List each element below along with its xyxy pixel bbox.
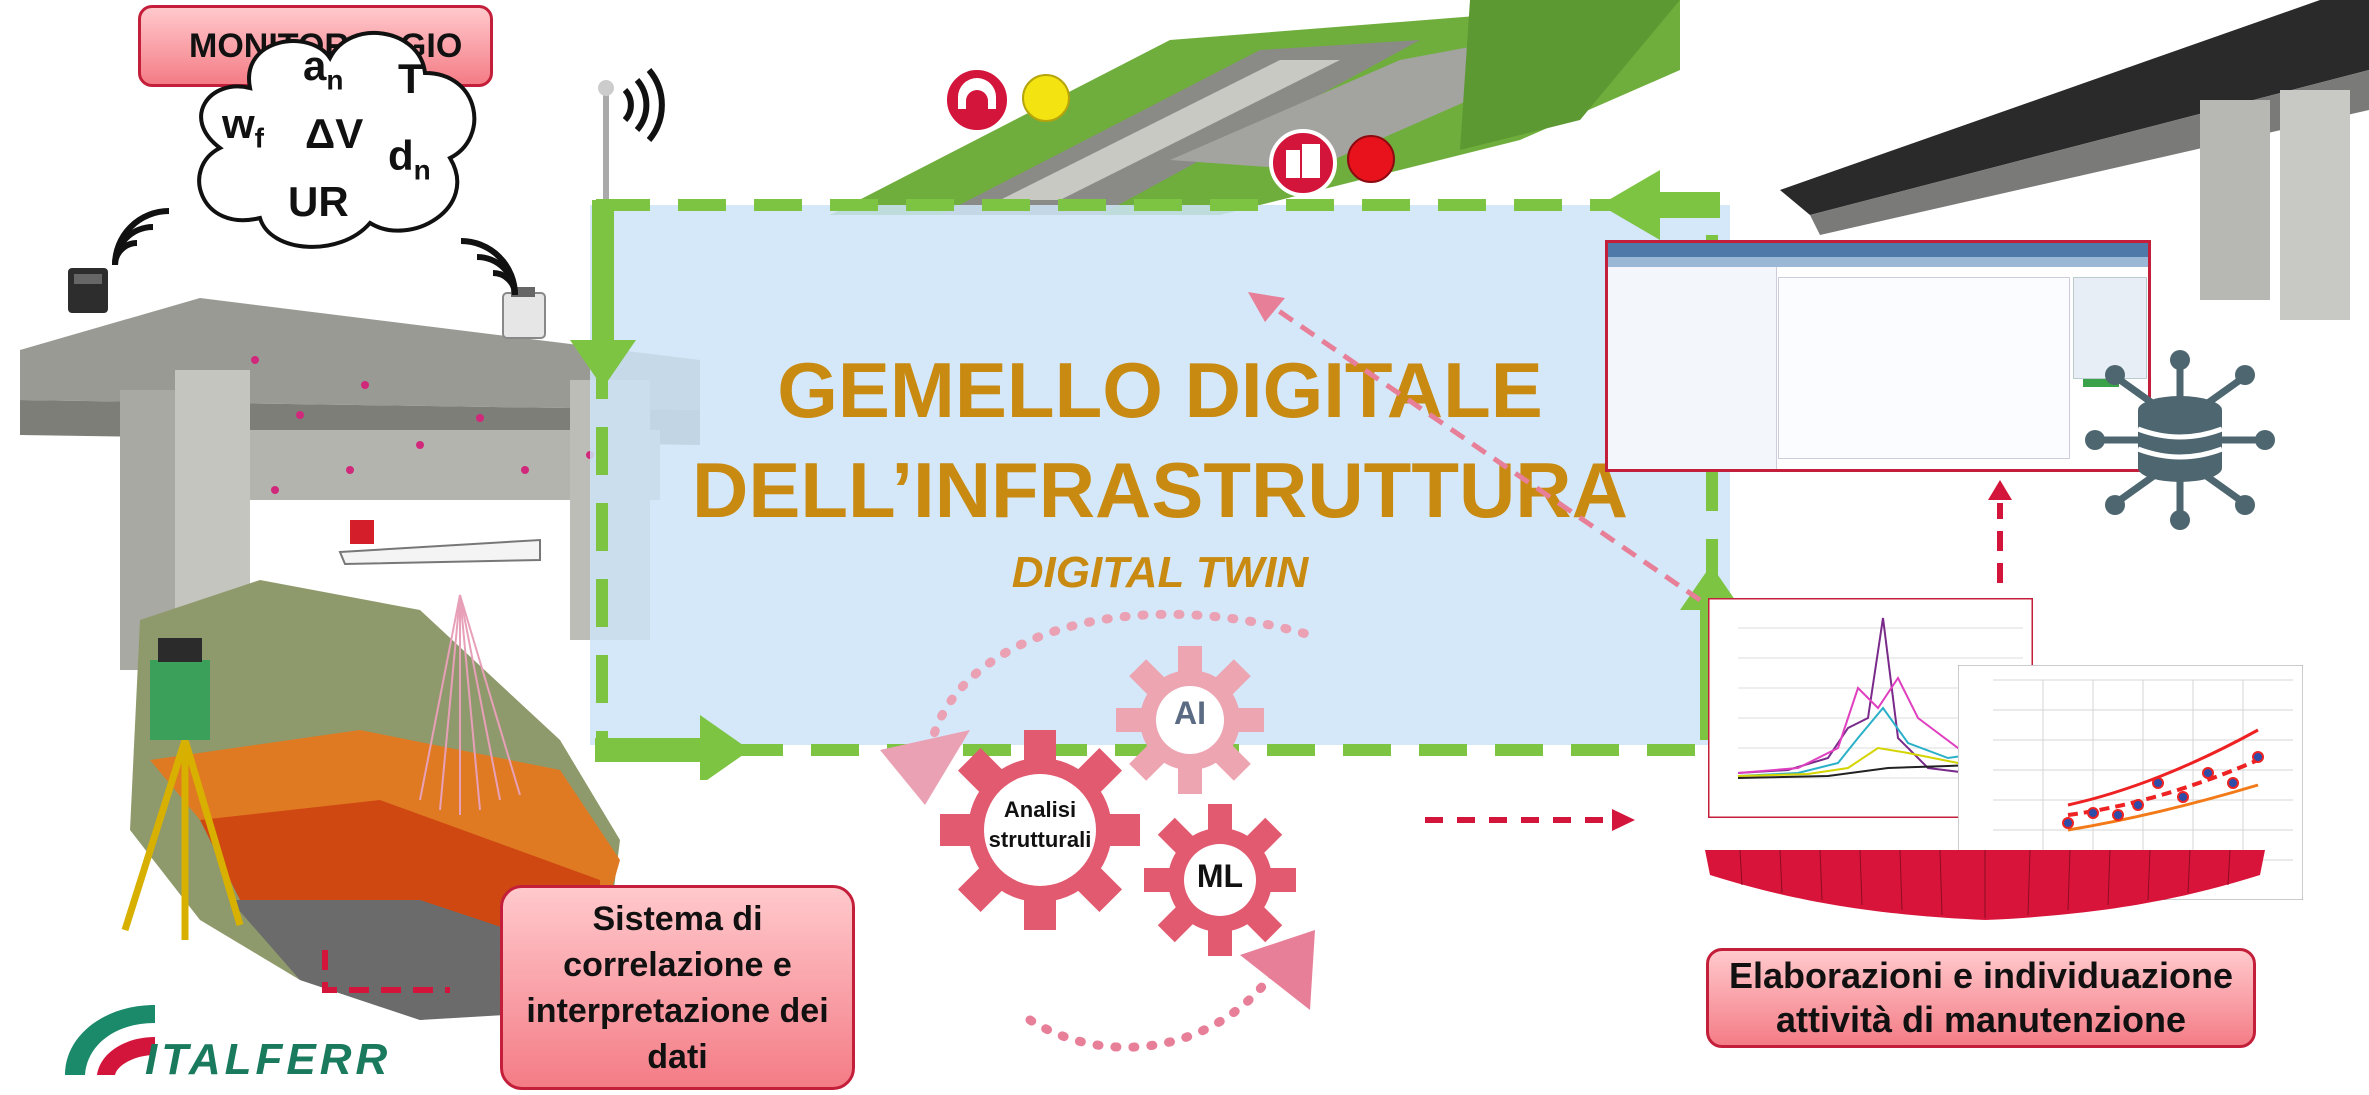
deck-fem-model xyxy=(1705,849,2265,920)
database-icon xyxy=(2085,350,2275,530)
var-dn: dn xyxy=(388,132,431,186)
sensor-icon xyxy=(502,287,546,339)
truss-bridge-illustration xyxy=(1780,0,2369,320)
var-wf: wf xyxy=(222,100,264,154)
italferr-logo-icon xyxy=(65,1005,155,1075)
digital-twin-panel xyxy=(590,205,1730,745)
gear-analisi-label: Analisi strutturali xyxy=(988,797,1092,852)
monitoring-software-screenshot xyxy=(1605,240,2151,472)
sensor-icon xyxy=(68,268,108,313)
status-yellow-dot xyxy=(1022,74,1070,122)
var-dv: ΔV xyxy=(305,110,364,157)
correlation-system-box: Sistema di correlazione e interpretazion… xyxy=(500,885,855,1090)
red-dashed-arrow-up xyxy=(1988,480,2012,583)
analysis-cycle-arrows xyxy=(880,609,1315,1052)
gear-ai-label: AI xyxy=(1174,695,1206,731)
italferr-logo-text: ITALFERR xyxy=(145,1035,392,1084)
var-t: T xyxy=(398,55,424,102)
wifi-icon xyxy=(112,208,170,266)
status-red-dot xyxy=(1347,135,1395,183)
title-line2: DELL’INFRASTRUTTURA xyxy=(692,446,1628,534)
railway-model-illustration xyxy=(830,0,1680,215)
title-line1: GEMELLO DIGITALE xyxy=(777,346,1543,434)
gear-ml-icon xyxy=(1144,804,1296,956)
var-an: an xyxy=(303,42,344,96)
red-dashed-link xyxy=(322,950,450,993)
pink-diagonal-arrow xyxy=(1248,292,1702,603)
gear-ai-icon xyxy=(1116,646,1264,794)
digital-twin-subtitle: DIGITAL TWIN xyxy=(1011,548,1309,597)
red-dashed-arrow-right xyxy=(1425,809,1635,831)
maintenance-activities-box: Elaborazioni e individuazione attività d… xyxy=(1706,948,2256,1048)
variables-cloud xyxy=(197,31,477,249)
gear-ml-label: ML xyxy=(1196,858,1244,894)
var-ur: UR xyxy=(288,178,349,225)
terrain-survey-illustration xyxy=(121,520,620,1020)
building-alert-icon xyxy=(1269,129,1337,197)
correlation-system-label: Sistema di correlazione e interpretazion… xyxy=(526,899,829,1076)
maintenance-activities-label: Elaborazioni e individuazione attività d… xyxy=(1728,955,2234,1040)
antenna-pole xyxy=(598,68,665,210)
wifi-icon xyxy=(460,238,518,296)
gear-analisi-icon xyxy=(940,730,1140,930)
bridge-alert-icon xyxy=(943,66,1011,134)
